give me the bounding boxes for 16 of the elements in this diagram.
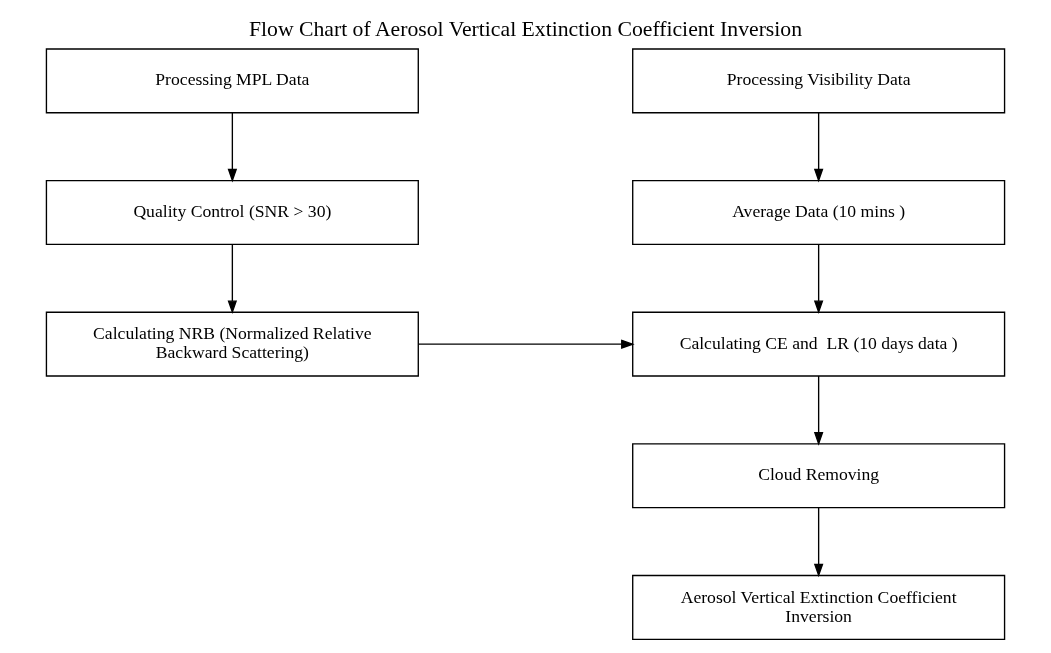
arrow <box>813 243 824 315</box>
node-box: Calculating NRB (Normalized Relative Backward Scattering) <box>45 311 419 377</box>
node-box: Processing MPL Data <box>45 48 419 114</box>
arrow <box>227 112 238 183</box>
arrow <box>417 339 635 349</box>
node-box: Cloud Removing <box>632 443 1006 509</box>
diagram-title: Flow Chart of Aerosol Vertical Extinction Coefficient Inversion <box>248 17 803 42</box>
arrow <box>813 112 824 183</box>
node-box: Calculating CE and LR (10 days data ) <box>632 311 1006 377</box>
node-box: Aerosol Vertical Extinction Coefficient Inversion <box>632 574 1006 640</box>
node-box: Average Data (10 mins ) <box>632 179 1006 246</box>
node-box: Quality Control (SNR > 30) <box>45 179 419 246</box>
arrow <box>227 243 238 315</box>
node-box: Processing Visibility Data <box>632 48 1006 114</box>
arrow <box>813 375 824 446</box>
arrow <box>813 507 824 578</box>
